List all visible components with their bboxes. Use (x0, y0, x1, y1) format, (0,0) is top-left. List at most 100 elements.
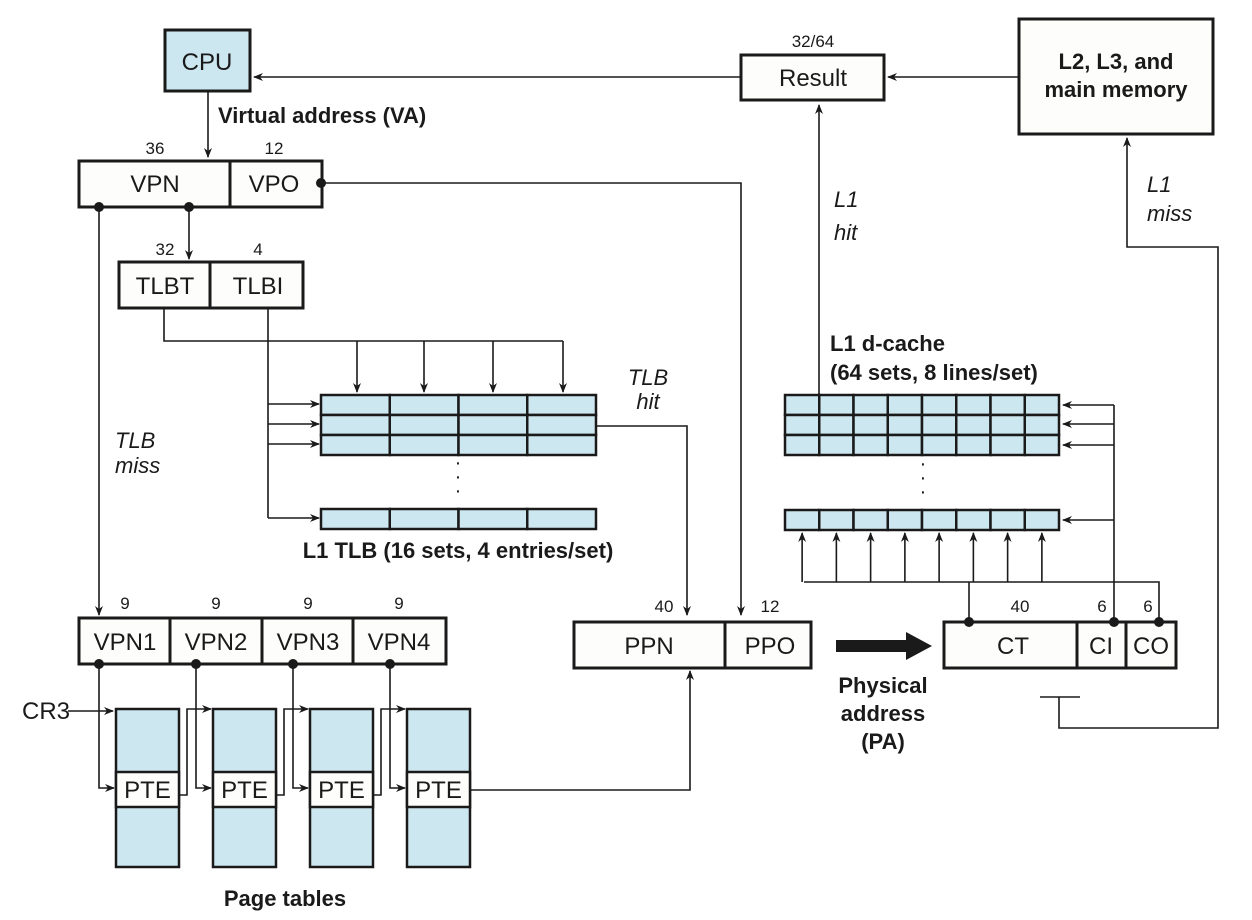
cache-ellipsis-1: · (920, 453, 927, 475)
cache-line-cell (989, 393, 1026, 417)
vpn4-field: VPN4 (368, 629, 431, 656)
tlb-entry-cell (457, 507, 529, 531)
tlb-hit-label-2: hit (636, 389, 660, 414)
tlb-ellipsis-2: · (455, 466, 462, 488)
ppo-field: PPO (745, 633, 796, 660)
l1-miss-label-2: miss (1147, 201, 1192, 226)
tlbi-bits: 4 (253, 240, 262, 259)
cpu-label: CPU (182, 49, 233, 76)
result-block: 32/64 Result (739, 32, 886, 102)
pte-to-next-table (179, 705, 212, 796)
tlb-entry-cell (526, 393, 598, 417)
tlb-ellipsis-1: · (455, 452, 462, 474)
ppn-field: PPN (624, 633, 673, 660)
cache-caption-1: L1 d-cache (830, 331, 945, 356)
cache-line-cell (1023, 433, 1061, 457)
cache-line-cell (783, 433, 821, 457)
tlb-index-register: 32 4 TLBT TLBI (117, 240, 305, 310)
pte-label: PTE (318, 777, 365, 804)
vpn3-field: VPN3 (277, 629, 340, 656)
result-label: Result (779, 65, 847, 92)
tlb-entry-cell (388, 393, 460, 417)
memory-label-1: L2, L3, and (1059, 49, 1174, 74)
tlb-entry-cell (319, 507, 391, 531)
co-bits: 6 (1143, 597, 1152, 616)
physical-address-title-3: (PA) (861, 729, 905, 754)
l1-tlb-array (319, 393, 598, 531)
cache-line-cell (1023, 508, 1061, 532)
physical-address-register: 40 12 PPN PPO (572, 597, 813, 670)
cache-line-cell (852, 413, 889, 437)
physical-address-title-2: address (841, 701, 925, 726)
vpn4-bits: 9 (394, 594, 403, 613)
cache-line-cell (818, 508, 855, 532)
cache-line-cell (783, 413, 821, 437)
tlb-caption: L1 TLB (16 sets, 4 entries/set) (303, 538, 614, 563)
cache-tag-arrows (798, 532, 1046, 582)
vpn3-bits: 9 (303, 594, 312, 613)
cache-line-cell (920, 413, 958, 437)
tlb-entry-cell (388, 433, 460, 457)
memory-label-2: main memory (1044, 77, 1188, 102)
tlb-entry-cell (526, 507, 598, 531)
cache-line-cell (920, 393, 958, 417)
vpn-field: VPN (130, 171, 179, 198)
l1-dcache-array (783, 393, 1061, 532)
vpo-to-ppo-line (321, 182, 745, 616)
tlb-miss-label-1: TLB (115, 428, 155, 453)
cache-line-cell (886, 508, 924, 532)
vpn2-bits: 9 (211, 594, 220, 613)
vpn-to-pte-arrow (98, 664, 115, 792)
vpn2-field: VPN2 (185, 629, 248, 656)
tlb-entry-cell (457, 393, 529, 417)
cache-line-cell (989, 508, 1026, 532)
vpo-bits: 12 (265, 139, 284, 158)
pte-entry (308, 770, 375, 809)
cache-line-cell (920, 508, 958, 532)
tlb-miss-label-2: miss (115, 453, 160, 478)
virtual-address-register: 36 12 VPN VPO (77, 139, 324, 209)
vpn-to-pte-arrow (292, 664, 309, 792)
cache-line-cell (920, 433, 958, 457)
cache-line-cell (818, 433, 855, 457)
tlbi-field: TLBI (233, 273, 284, 300)
pte-entry (114, 770, 181, 809)
cache-line-cell (886, 393, 924, 417)
physical-address-arrow (836, 632, 932, 660)
ppo-bits: 12 (761, 597, 780, 616)
cache-line-cell (955, 508, 992, 532)
pte-to-ppn-line (471, 670, 694, 791)
cache-line-cell (989, 413, 1026, 437)
vpn-to-pte-arrow (195, 664, 212, 792)
vpn-to-pte-arrow (389, 664, 406, 792)
tlb-entry-cell (526, 433, 598, 457)
cache-ellipsis-2: · (920, 467, 927, 489)
result-bits: 32/64 (792, 32, 835, 51)
cache-line-cell (783, 508, 821, 532)
pte-entry (405, 770, 472, 809)
tlb-hit-to-ppn-line (597, 425, 691, 616)
cache-line-cell (852, 393, 889, 417)
tlb-entry-cell (319, 433, 391, 457)
cache-address-register: 40 6 6 CT CI CO (942, 597, 1178, 670)
cache-line-cell (955, 393, 992, 417)
pte-to-next-table (373, 705, 406, 796)
tlbt-field: TLBT (136, 273, 195, 300)
cache-line-cell (818, 413, 855, 437)
memory-block: L2, L3, and main memory (1017, 17, 1215, 136)
cache-line-cell (783, 393, 821, 417)
vpn-split-register: 9 9 9 9 VPN1 VPN2 VPN3 VPN4 (77, 594, 448, 666)
pte-label: PTE (415, 777, 462, 804)
ci-field: CI (1089, 633, 1113, 660)
tlb-hit-label-1: TLB (628, 365, 668, 390)
tlb-entry-cell (319, 393, 391, 417)
tlb-entry-cell (457, 413, 529, 437)
pte-to-next-table (276, 705, 309, 796)
cache-ellipsis-3: · (920, 481, 927, 503)
cache-line-cell (955, 413, 992, 437)
cache-line-cell (1023, 393, 1061, 417)
physical-address-title-1: Physical (838, 673, 927, 698)
l1-hit-label-1: L1 (834, 187, 858, 212)
